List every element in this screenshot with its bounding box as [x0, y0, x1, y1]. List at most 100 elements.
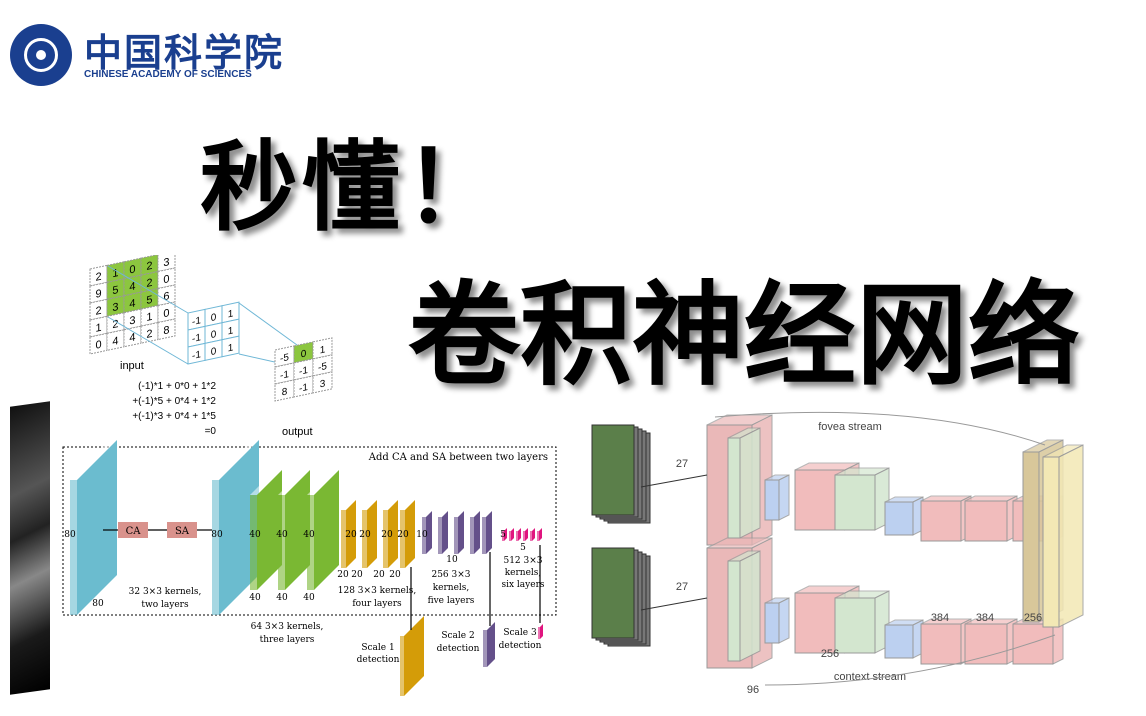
group-label: 256 3×3 [431, 570, 470, 580]
dim-label: 384 [931, 612, 949, 624]
kernel-value: 1 [228, 342, 234, 354]
context-conv3 [920, 623, 962, 665]
formula-line: +(-1)*3 + 0*4 + 1*5 [132, 411, 216, 422]
scale1-output-front [400, 636, 404, 696]
input-value: 4 [129, 297, 135, 310]
layer-blue-front [70, 480, 77, 615]
fovea-conv3 [920, 500, 962, 542]
box-title: Add CA and SA between two layers [368, 452, 548, 463]
layer-pink-top [530, 528, 535, 531]
kernel-value: 0 [211, 346, 217, 358]
dim-label: 40 [249, 530, 261, 540]
layer-pink [504, 528, 507, 541]
fovea-stream-label: fovea stream [818, 421, 882, 433]
ca-label: CA [126, 526, 142, 537]
input-value: 6 [163, 290, 169, 303]
fc2 [1042, 456, 1060, 628]
output-value: 1 [320, 344, 326, 356]
input-value: 8 [163, 324, 169, 337]
dim-label: 27 [676, 458, 688, 470]
output-value: 3 [320, 378, 326, 390]
group-label: two layers [141, 600, 189, 610]
dim-label: 20 [397, 530, 409, 540]
dim-label: 80 [92, 599, 104, 609]
layer-green-front [307, 495, 314, 590]
input-value: 3 [112, 301, 118, 314]
dim-label: 20 [351, 570, 363, 580]
dim-label: 20 [381, 530, 393, 540]
kernel-cell [221, 335, 240, 358]
dim-label: 20 [345, 530, 357, 540]
layer-green [314, 470, 339, 590]
output-value: -1 [299, 382, 308, 395]
ca-block [118, 522, 148, 538]
scale1-output-top [400, 616, 424, 636]
context-pool [764, 602, 780, 644]
dim-label: 80 [64, 530, 76, 540]
layer-pink-front [530, 531, 532, 541]
fovea-pool [764, 479, 780, 521]
input-image [10, 401, 50, 695]
layer-pink [539, 528, 542, 541]
input-value: 0 [163, 307, 169, 320]
layer-yellow-top [400, 500, 415, 510]
input-value: 4 [129, 280, 135, 293]
layer-green-top [307, 470, 339, 495]
dim-label: 20 [337, 570, 349, 580]
input-value: 1 [95, 322, 101, 335]
dim-label: 96 [747, 684, 759, 696]
network-diagram: Add CA and SA between two layers CA SA 80 8… [62, 440, 557, 696]
output-value: -1 [280, 369, 289, 382]
dim-label: 20 [373, 570, 385, 580]
input-value: 0 [95, 339, 101, 352]
layer-purple-front [482, 517, 486, 554]
group-label: three layers [260, 635, 315, 645]
kernel-value: -1 [192, 349, 201, 362]
dim-label: 10 [416, 530, 428, 540]
layer-pink-top [502, 528, 507, 531]
layer-yellow [405, 500, 415, 568]
layer-purple-top [482, 511, 492, 517]
layer-yellow [346, 500, 356, 568]
group-label: 512 3×3 [503, 556, 542, 566]
fovea-photo [591, 424, 635, 516]
group-label: six layers [501, 580, 544, 590]
input-cell [157, 301, 176, 324]
dim-label: 80 [211, 530, 223, 540]
input-cell [157, 267, 176, 290]
formula-line: =0 [205, 426, 217, 437]
input-value: 5 [146, 294, 152, 307]
input-value: 2 [95, 271, 101, 284]
layer-blue [219, 440, 259, 615]
scale3-output [540, 624, 543, 639]
logo-center [36, 50, 46, 60]
projection-line [107, 316, 189, 365]
output-value: 0 [301, 348, 307, 360]
input-cell [157, 284, 176, 307]
layer-purple-front [422, 517, 426, 554]
dim-label: 256 [821, 648, 839, 660]
layer-purple [426, 511, 432, 554]
scale3-output-front [538, 627, 540, 639]
layer-blue [77, 440, 117, 615]
layer-purple [486, 511, 492, 554]
title-line-2: 卷积神经网络 [408, 271, 1080, 401]
input-cell [157, 318, 176, 341]
layer-pink-front [502, 531, 504, 541]
layer-yellow [388, 500, 398, 568]
layer-pink-front [537, 531, 539, 541]
sa-label: SA [175, 526, 190, 537]
output-cell [312, 371, 333, 394]
layer-pink-top [523, 528, 528, 531]
layer-purple-front [470, 517, 474, 554]
dim-label: 40 [303, 530, 315, 540]
input-value: 1 [112, 267, 118, 280]
kernel-value: -1 [192, 315, 201, 328]
scale2-output [487, 622, 495, 667]
input-value: 4 [129, 331, 135, 344]
input-cell [157, 255, 176, 273]
layer-purple [458, 511, 464, 554]
